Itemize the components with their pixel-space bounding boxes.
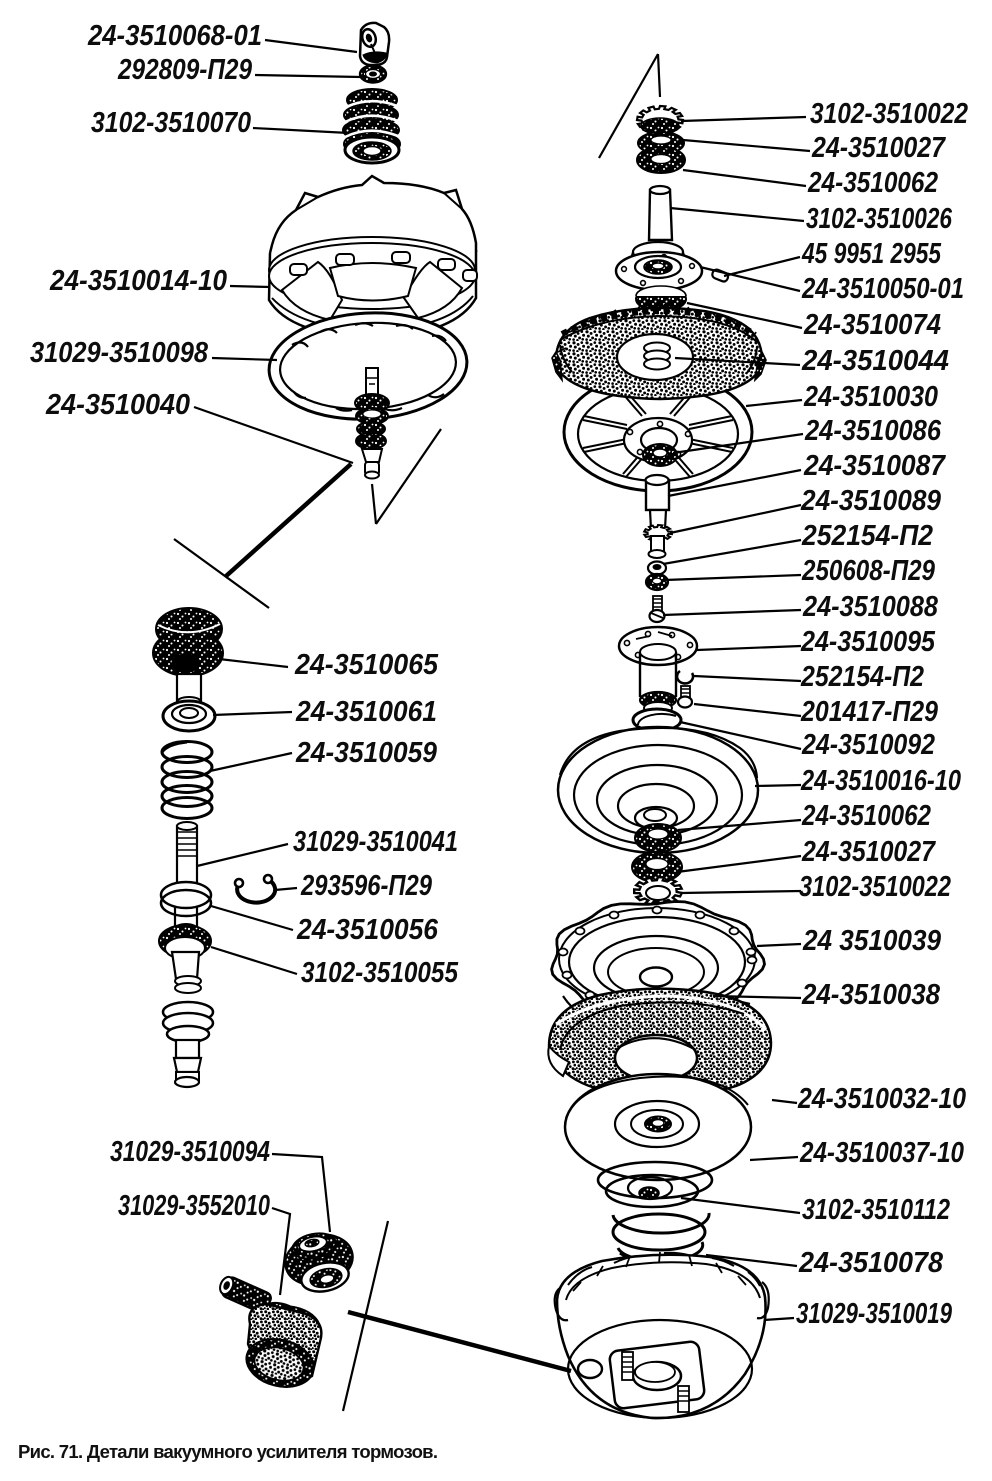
svg-text:31029-3510041: 31029-3510041 <box>293 826 458 858</box>
svg-text:24-3510062: 24-3510062 <box>807 167 938 199</box>
svg-text:31029-3552010: 31029-3552010 <box>118 1190 270 1222</box>
svg-text:31029-3510094: 31029-3510094 <box>110 1136 270 1168</box>
svg-text:3102-3510022: 3102-3510022 <box>810 98 968 130</box>
svg-text:24-3510050-01: 24-3510050-01 <box>801 273 964 305</box>
svg-text:24-3510037-10: 24-3510037-10 <box>799 1137 964 1169</box>
svg-text:24 3510039: 24 3510039 <box>802 925 941 957</box>
svg-text:24-3510059: 24-3510059 <box>295 737 437 769</box>
svg-text:24-3510065: 24-3510065 <box>294 649 439 681</box>
svg-text:24-3510038: 24-3510038 <box>801 979 940 1011</box>
svg-text:3102-3510026: 3102-3510026 <box>806 203 952 235</box>
svg-text:24-3510088: 24-3510088 <box>802 591 938 623</box>
svg-text:45 9951 2955: 45 9951 2955 <box>801 238 942 270</box>
svg-text:24-3510030: 24-3510030 <box>803 381 938 413</box>
svg-text:24-3510095: 24-3510095 <box>800 626 936 658</box>
svg-text:24-3510068-01: 24-3510068-01 <box>87 20 262 52</box>
svg-text:24-3510027: 24-3510027 <box>801 836 936 868</box>
svg-text:24-3510016-10: 24-3510016-10 <box>800 765 961 797</box>
svg-text:24-3510062: 24-3510062 <box>801 800 931 832</box>
svg-text:3102-3510070: 3102-3510070 <box>91 107 251 139</box>
svg-text:Рис. 71. Детали вакуумного уси: Рис. 71. Детали вакуумного усилителя тор… <box>18 1441 438 1462</box>
svg-text:24-3510061: 24-3510061 <box>295 696 437 728</box>
svg-text:31029-3510098: 31029-3510098 <box>30 337 208 369</box>
svg-text:293596-П29: 293596-П29 <box>300 870 432 902</box>
svg-text:252154-П2: 252154-П2 <box>801 520 933 552</box>
svg-text:24-3510040: 24-3510040 <box>45 389 190 421</box>
svg-text:24-3510078: 24-3510078 <box>798 1247 943 1279</box>
svg-text:24-3510056: 24-3510056 <box>296 914 438 946</box>
svg-text:250608-П29: 250608-П29 <box>801 555 935 587</box>
svg-text:24-3510032-10: 24-3510032-10 <box>797 1083 966 1115</box>
svg-text:24-3510089: 24-3510089 <box>800 485 941 517</box>
svg-text:24-3510044: 24-3510044 <box>801 345 949 377</box>
svg-text:24-3510086: 24-3510086 <box>804 415 941 447</box>
svg-text:3102-3510055: 3102-3510055 <box>301 957 459 989</box>
svg-text:201417-П29: 201417-П29 <box>800 696 938 728</box>
svg-text:252154-П2: 252154-П2 <box>800 661 924 693</box>
svg-text:3102-3510112: 3102-3510112 <box>802 1194 950 1226</box>
svg-text:24-3510027: 24-3510027 <box>811 132 946 164</box>
svg-text:3102-3510022: 3102-3510022 <box>799 871 951 903</box>
svg-text:24-3510087: 24-3510087 <box>803 450 946 482</box>
svg-text:31029-3510019: 31029-3510019 <box>796 1298 952 1330</box>
svg-text:292809-П29: 292809-П29 <box>117 54 252 86</box>
svg-text:24-3510092: 24-3510092 <box>801 729 935 761</box>
svg-text:24-3510074: 24-3510074 <box>803 309 941 341</box>
svg-text:24-3510014-10: 24-3510014-10 <box>49 265 227 297</box>
